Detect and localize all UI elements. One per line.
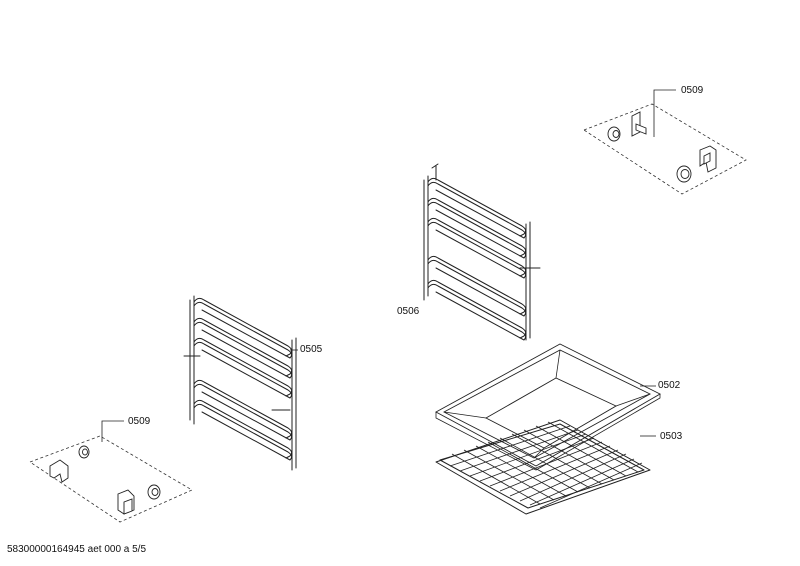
side-rack-left: 0505 (183, 295, 323, 471)
label-pan: 0502 (658, 380, 681, 391)
label-clips-bottom: 0509 (128, 416, 151, 427)
label-clips-top: 0509 (681, 85, 704, 96)
document-footer-id: 58300000164945 aet 000 a 5/5 (7, 544, 147, 555)
bracket-clip-icon (631, 111, 647, 137)
baking-pan: 0502 (435, 343, 681, 471)
hanger-clip-icon (49, 459, 69, 483)
round-clip-icon (78, 445, 90, 459)
bracket-clip-icon (117, 489, 135, 515)
clip-set-bottom: 0509 (29, 416, 193, 523)
knob-clip-icon (676, 165, 692, 183)
leader-clips-bottom (101, 420, 124, 442)
round-clip-icon (607, 126, 621, 142)
hanger-clip-icon (699, 145, 717, 173)
wire-grid: 0503 (435, 419, 683, 515)
label-rack-left: 0505 (300, 344, 323, 355)
label-grid: 0503 (660, 431, 683, 442)
label-rack-right: 0506 (397, 306, 420, 317)
leader-clips-top (653, 89, 676, 137)
clip-set-bottom-outline (29, 435, 193, 523)
knob-clip-icon (147, 484, 161, 500)
clip-set-top-outline (583, 103, 747, 195)
clip-set-top: 0509 (583, 85, 747, 195)
side-rack-right: 0506 (397, 163, 541, 341)
